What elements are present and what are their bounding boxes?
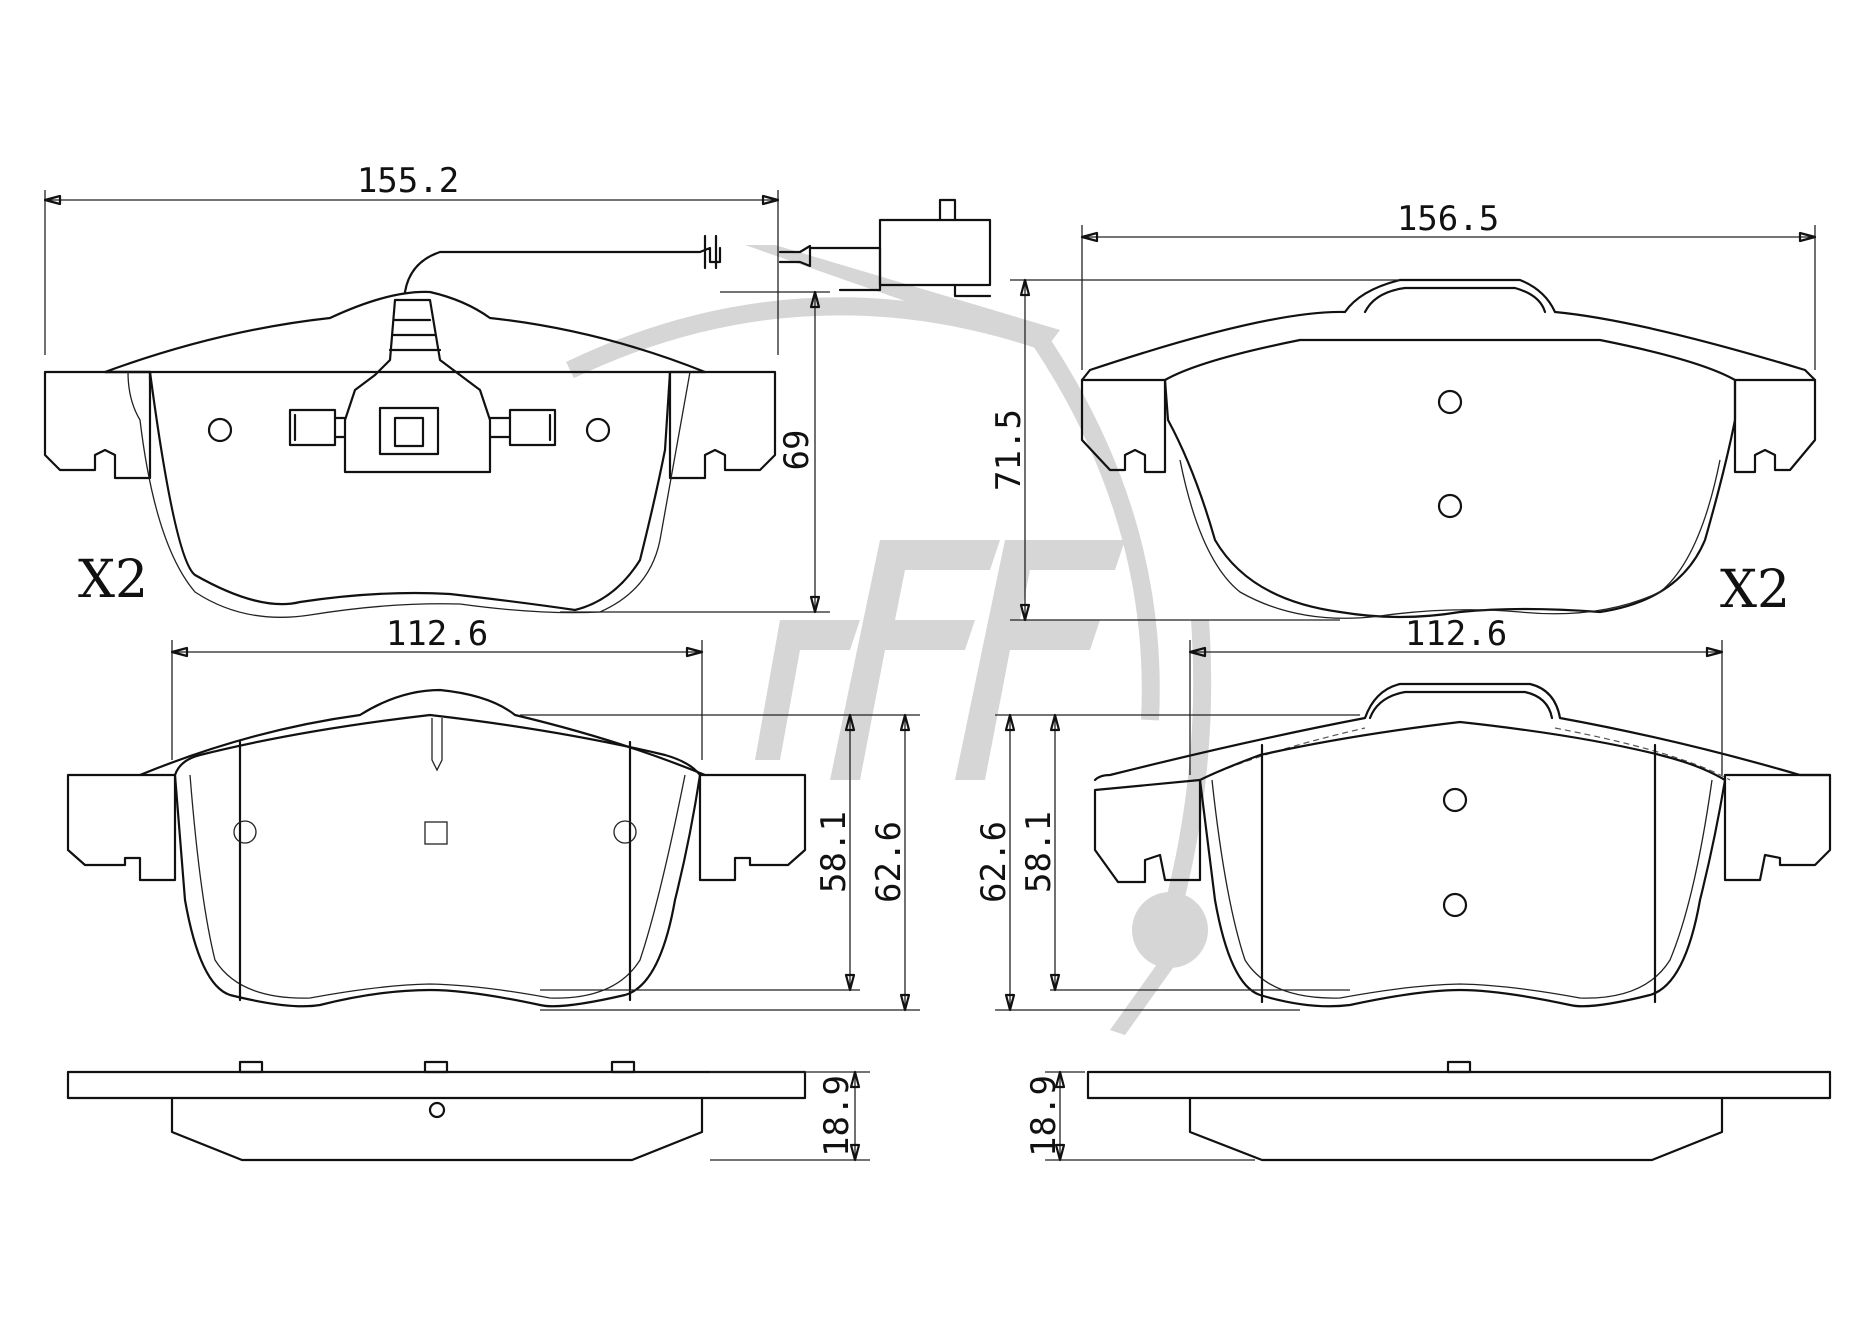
top-right-pad: 156.5 71.5 X2 [989,199,1817,622]
middle-right-pad: 112.6 62.6 58.1 [974,614,1832,1012]
dim-mid-right-outer-height: 62.6 [974,821,1014,903]
top-left-pad: 155.2 69 X2 [43,161,992,618]
dim-top-left-width: 155.2 [357,161,459,201]
middle-left-pad: 112.6 58.1 62.6 [66,614,920,1012]
bottom-right-side-view: 18.9 [1024,1060,1832,1162]
dim-top-right-height: 71.5 [989,409,1029,491]
dim-mid-right-width: 112.6 [1405,614,1507,654]
dim-top-right-width: 156.5 [1397,199,1499,239]
dim-mid-right-inner-height: 58.1 [1019,811,1059,893]
dim-mid-left-outer-height: 62.6 [869,821,909,903]
watermark-logo [566,245,1212,1035]
dim-mid-left-width: 112.6 [386,614,488,654]
quantity-left: X2 [78,550,148,610]
dim-bottom-right-thickness: 18.9 [1024,1075,1064,1157]
dim-mid-left-inner-height: 58.1 [814,811,854,893]
bottom-left-side-view: 18.9 [66,1060,870,1162]
dim-top-left-height: 69 [777,430,817,471]
dim-bottom-left-thickness: 18.9 [817,1075,857,1157]
quantity-right: X2 [1720,560,1790,620]
